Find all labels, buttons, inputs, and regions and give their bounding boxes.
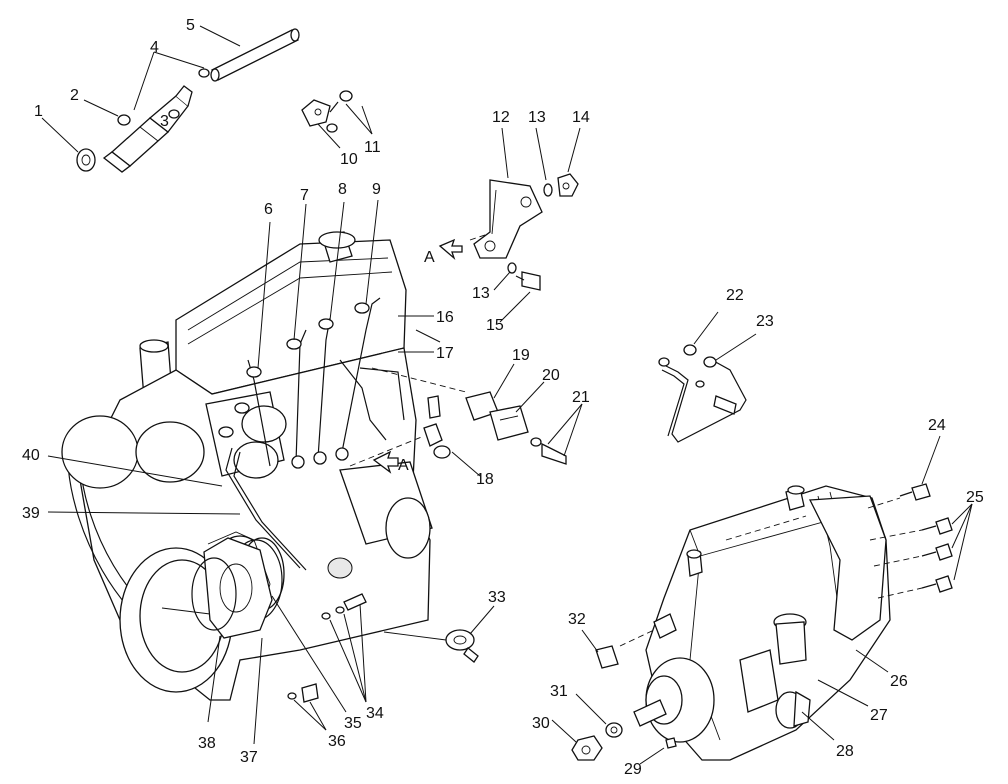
- callout-14: 14: [572, 109, 590, 126]
- callout-39: 39: [22, 505, 40, 522]
- callout-26: 26: [890, 673, 908, 690]
- nut-part-30: [571, 735, 603, 761]
- leak-off-tube-part-5: [210, 28, 300, 82]
- banjo-fitting-part-18: [423, 423, 451, 459]
- callout-33: 33: [488, 589, 506, 606]
- callout-37: 37: [240, 749, 258, 766]
- nut-part-36: [287, 683, 319, 703]
- callout-3: 3: [160, 113, 169, 130]
- callout-32: 32: [568, 611, 586, 628]
- engine-block: [61, 231, 433, 701]
- bolt-part-21: [530, 437, 567, 465]
- clamp-part-20: [489, 405, 529, 441]
- callout-5: 5: [186, 17, 195, 34]
- screws-part-25: [921, 517, 953, 593]
- nut-part-14: [557, 173, 579, 197]
- lockwasher-part-13-top: [543, 183, 553, 197]
- callout-38: 38: [198, 735, 216, 752]
- callout-9: 9: [372, 181, 381, 198]
- callout-15: 15: [486, 317, 504, 334]
- key-part-29: [665, 737, 677, 749]
- callout-8: 8: [338, 181, 347, 198]
- return-line-part-23: [658, 344, 747, 443]
- callout-24: 24: [928, 417, 946, 434]
- view-arrow-a-top: [438, 238, 463, 261]
- injection-pump: [633, 485, 891, 761]
- callout-34: 34: [366, 705, 384, 722]
- banjo-part-33: [445, 629, 479, 663]
- injector-pipes: [218, 297, 405, 571]
- callout-12: 12: [492, 109, 510, 126]
- bolts-part-34: [321, 593, 367, 620]
- callout-27: 27: [870, 707, 888, 724]
- callout-11: 11: [364, 139, 381, 156]
- callout-13-low: 13: [472, 285, 490, 302]
- view-marker-a-mid: A: [398, 457, 409, 474]
- callout-23: 23: [756, 313, 774, 330]
- callout-36: 36: [328, 733, 346, 750]
- screw-part-24: [899, 483, 931, 501]
- fitting-part-19-screw: [427, 395, 441, 419]
- callout-18: 18: [476, 471, 494, 488]
- callout-25: 25: [966, 489, 984, 506]
- callout-6: 6: [264, 201, 273, 218]
- callout-29: 29: [624, 761, 642, 778]
- view-marker-a-top: A: [424, 249, 435, 266]
- callout-4: 4: [150, 39, 159, 56]
- callout-13-top: 13: [528, 109, 546, 126]
- callout-21: 21: [572, 389, 590, 406]
- bolt-part-15: [515, 271, 541, 291]
- plate-part-37: [203, 537, 273, 639]
- view-arrow-a-mid: [372, 450, 399, 474]
- callout-30: 30: [532, 715, 550, 732]
- washer-part-1: [76, 148, 96, 172]
- callout-17: 17: [436, 345, 454, 362]
- injector-part-3: [102, 85, 193, 173]
- cap-part-32: [595, 645, 619, 669]
- gasket-part-38: [191, 557, 237, 631]
- callout-16: 16: [436, 309, 454, 326]
- washer-part-31: [605, 722, 623, 738]
- clamp-part-10: [301, 99, 331, 127]
- callout-28: 28: [836, 743, 854, 760]
- callout-2: 2: [70, 87, 79, 104]
- callout-31: 31: [550, 683, 568, 700]
- callout-7: 7: [300, 187, 309, 204]
- seal-part-2: [117, 114, 131, 126]
- bracket-part-12: [473, 179, 543, 259]
- callout-10: 10: [340, 151, 358, 168]
- callout-22: 22: [726, 287, 744, 304]
- nut-part-4: [168, 68, 210, 119]
- callout-19: 19: [512, 347, 530, 364]
- callout-40: 40: [22, 447, 40, 464]
- bolt-part-11: [326, 90, 353, 133]
- callout-35: 35: [344, 715, 362, 732]
- callout-1: 1: [34, 103, 43, 120]
- callout-20: 20: [542, 367, 560, 384]
- lockwasher-part-13-low: [507, 262, 517, 274]
